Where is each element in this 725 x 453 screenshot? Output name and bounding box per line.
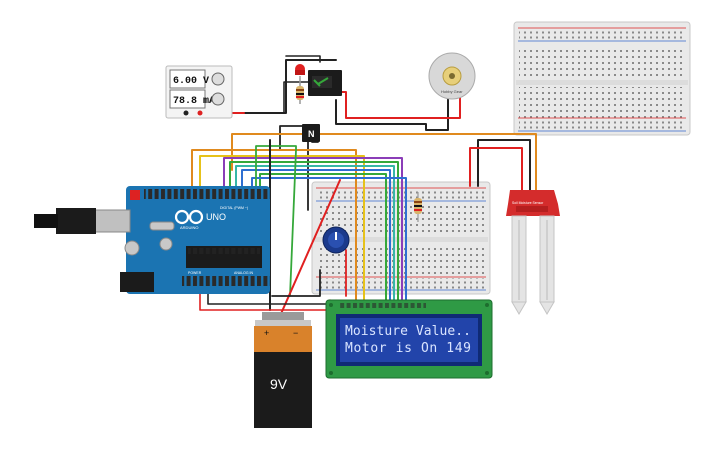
breadboard-large xyxy=(513,21,691,136)
usb-port xyxy=(91,209,131,233)
motor-label: Hobby Gear xyxy=(441,89,463,94)
usb-cable xyxy=(56,208,96,234)
resistor-breadboard xyxy=(414,192,422,222)
wire-green-3 xyxy=(255,145,297,297)
battery-9v: + − 9V xyxy=(254,312,312,428)
arduino-power-label: POWER xyxy=(188,271,202,275)
arduino-logo-icon xyxy=(174,209,204,225)
wire-orange-sensor xyxy=(231,133,537,191)
arduino-model: UNO xyxy=(206,212,226,222)
reset-button xyxy=(130,190,140,200)
wire-yellow-1 xyxy=(199,155,365,301)
wire-red-battery xyxy=(279,179,341,317)
psu-knob-current xyxy=(211,92,225,106)
arduino-brand: ARDUINO xyxy=(180,225,198,230)
dc-motor: Hobby Gear xyxy=(428,52,476,100)
potentiometer xyxy=(322,226,350,254)
wire-purple-1 xyxy=(223,157,403,301)
wire-blue-1 xyxy=(241,169,391,301)
wire-red-sensor xyxy=(469,147,523,191)
wire-blue-2 xyxy=(251,177,407,301)
resistor xyxy=(296,78,304,104)
psu-knob-voltage xyxy=(211,72,225,86)
lcd-16x2: Moisture Value.. Motor is On 149 xyxy=(325,299,493,379)
power-supply: 6.00 V 78.8 mA xyxy=(165,65,233,119)
wire-teal-1 xyxy=(235,165,395,301)
transistor-npn: N xyxy=(302,124,320,142)
psu-voltage-readout: 6.00 V xyxy=(173,76,209,87)
lcd-line-1: Moisture Value.. xyxy=(345,324,471,339)
wire-red-motor xyxy=(339,91,461,119)
soil-moisture-sensor: Soil Moisture Sensor xyxy=(506,190,560,315)
relay xyxy=(308,70,342,96)
lcd-line-2: Motor is On 149 xyxy=(345,341,471,356)
wire-black-sensor xyxy=(477,139,531,191)
wire-black-top xyxy=(285,55,321,63)
wire-green-1 xyxy=(229,161,399,301)
psu-current-readout: 78.8 mA xyxy=(173,96,215,107)
battery-plus: + xyxy=(264,328,269,338)
arduino-analog-label: ANALOG IN xyxy=(234,271,254,275)
wire-green-2 xyxy=(259,173,387,301)
arduino-digital-label: DIGITAL (PWM ~) xyxy=(220,206,248,210)
wire-orange-1 xyxy=(191,149,357,301)
sensor-label: Soil Moisture Sensor xyxy=(512,201,544,205)
arduino-uno: UNO ARDUINO DIGITAL (PWM ~) POWER ANALOG… xyxy=(34,186,270,294)
wire-black-relay-motor xyxy=(335,95,449,131)
battery-minus: − xyxy=(293,328,298,338)
power-jack xyxy=(120,272,154,292)
transistor-label: N xyxy=(308,129,315,139)
battery-label: 9V xyxy=(270,376,288,392)
